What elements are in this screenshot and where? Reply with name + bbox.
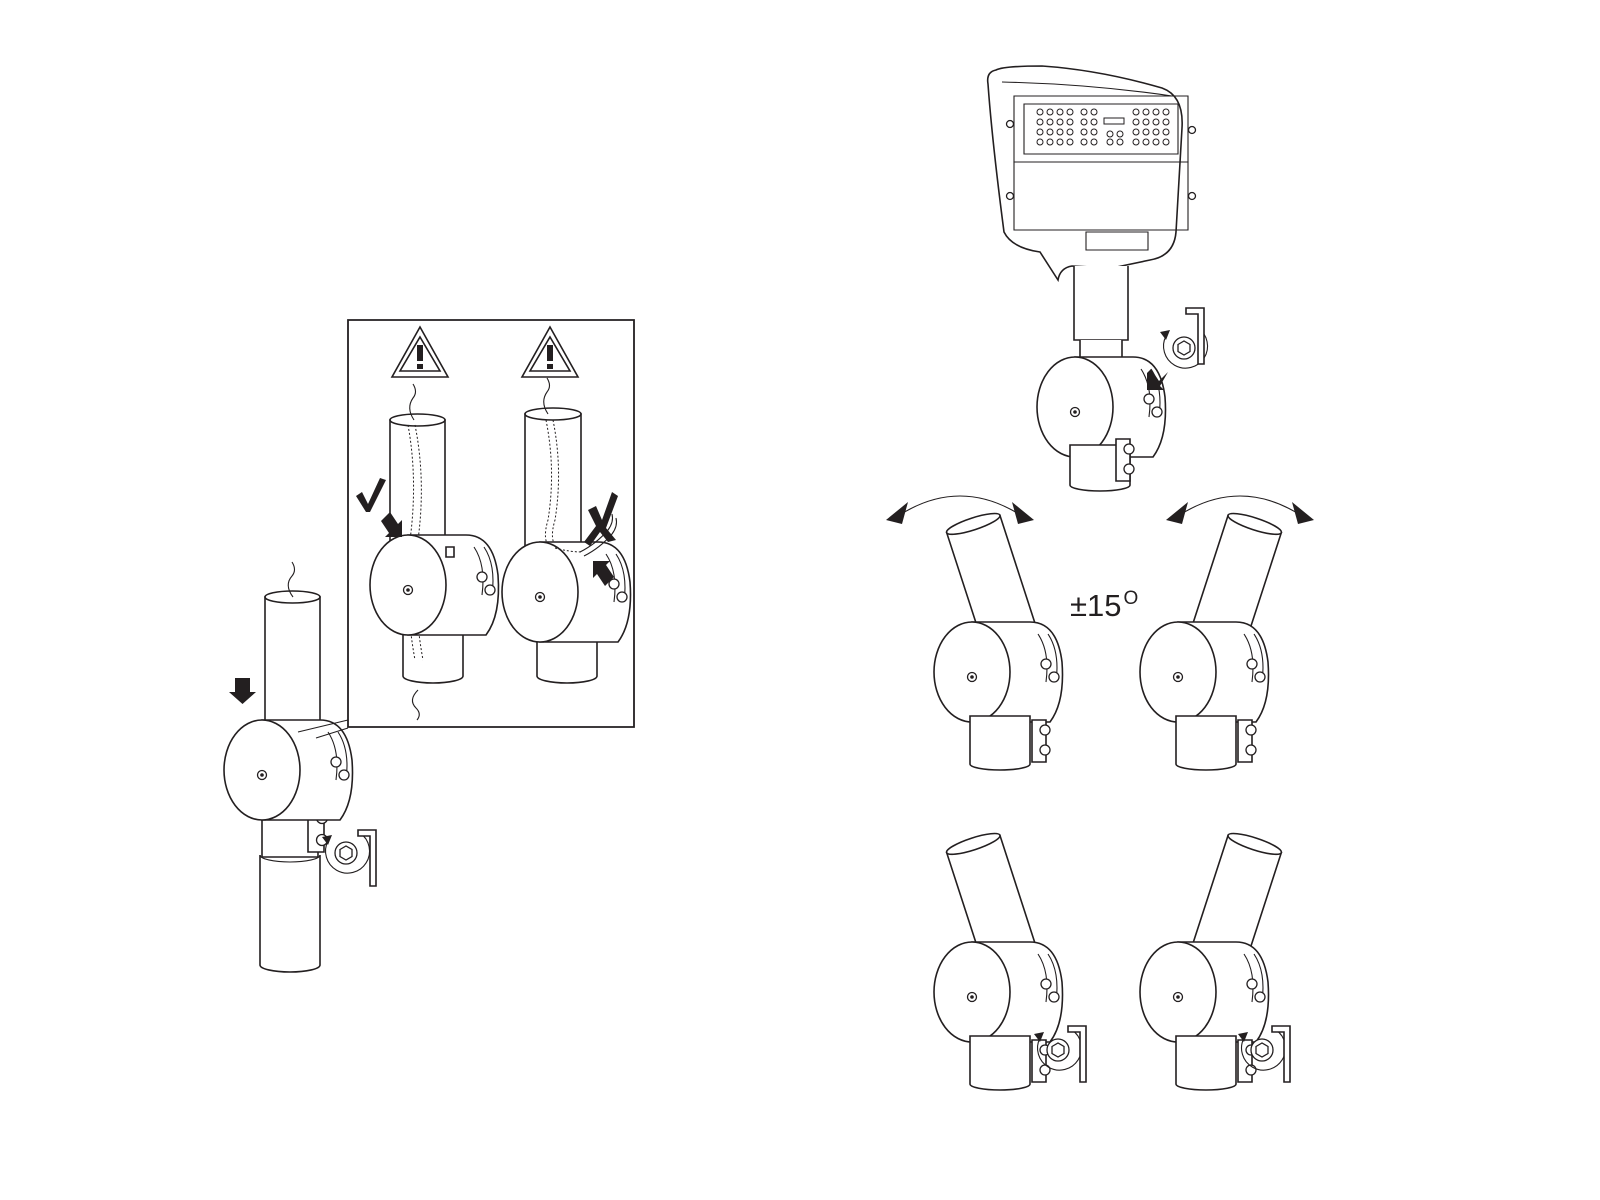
tilt-angle-value: ±15 bbox=[1070, 588, 1122, 623]
callout-line bbox=[298, 720, 348, 732]
diagonal-arrow-icon bbox=[381, 512, 402, 537]
luminaire-head bbox=[988, 66, 1196, 491]
diagonal-arrow-icon bbox=[1147, 369, 1168, 390]
correct-wiring-figure bbox=[369, 384, 500, 720]
down-arrow-icon bbox=[229, 678, 256, 704]
callout-line bbox=[316, 728, 348, 738]
checkmark-icon bbox=[356, 478, 386, 512]
curved-double-arrow-icon bbox=[885, 495, 1035, 525]
hex-bolt-icon bbox=[321, 832, 371, 874]
diagonal-arrow-icon bbox=[593, 561, 614, 586]
incorrect-wiring-figure bbox=[501, 378, 632, 683]
tilt-left-tighten-figure bbox=[933, 830, 1064, 1091]
pole-assembly-left bbox=[223, 562, 354, 972]
tilt-left-figure bbox=[933, 510, 1064, 771]
tilt-right-figure bbox=[1139, 510, 1283, 771]
tilt-right-tighten-figure bbox=[1139, 830, 1283, 1091]
allen-key-icon bbox=[357, 829, 377, 887]
cross-icon bbox=[584, 492, 618, 546]
tilt-angle-unit: O bbox=[1123, 588, 1139, 609]
